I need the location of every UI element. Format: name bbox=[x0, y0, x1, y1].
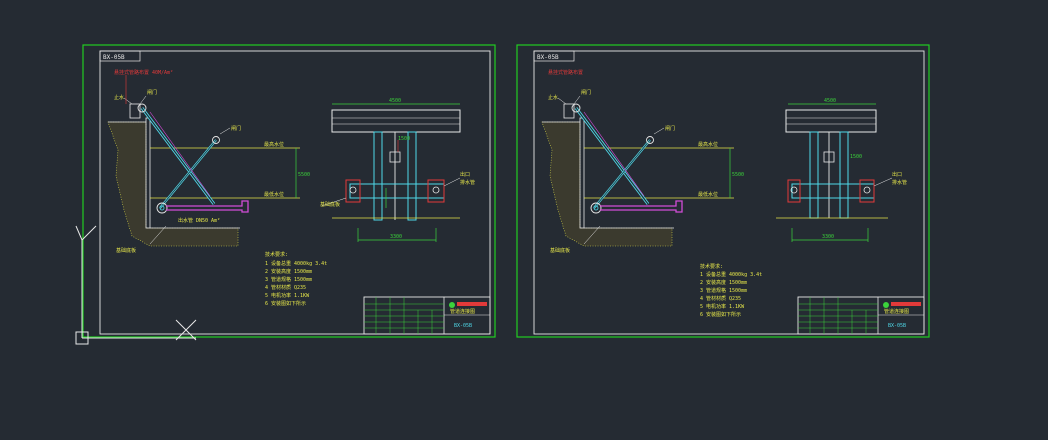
column-right bbox=[839, 131, 849, 219]
bolt-icon bbox=[863, 186, 871, 194]
gate-pivot-icon bbox=[212, 136, 220, 144]
svg-text:3 管道规格 1500mm: 3 管道规格 1500mm bbox=[265, 276, 312, 283]
svg-text:闸门: 闸门 bbox=[147, 89, 157, 96]
drawing-sheet-left[interactable]: BX-05B 5500 bbox=[82, 44, 496, 338]
ucs-x-axis-icon bbox=[175, 319, 197, 341]
svg-text:出口: 出口 bbox=[892, 171, 902, 178]
svg-text:2 安装高度 1500mm: 2 安装高度 1500mm bbox=[265, 268, 312, 275]
svg-text:最低水位: 最低水位 bbox=[698, 191, 718, 198]
top-beam bbox=[331, 109, 461, 133]
bottom-hinge-icon bbox=[590, 202, 602, 214]
svg-text:1 设备总重 4000kg 3.4t: 1 设备总重 4000kg 3.4t bbox=[265, 260, 327, 267]
drawing-name: 管道连接图 bbox=[884, 308, 909, 315]
stop-block bbox=[129, 103, 141, 119]
ucs-y-axis-icon bbox=[75, 225, 97, 252]
sheet-outer-border bbox=[82, 44, 496, 338]
column-left bbox=[809, 131, 819, 219]
company-logo-icon bbox=[883, 302, 889, 308]
svg-text:最高水位: 最高水位 bbox=[264, 141, 284, 148]
svg-text:技术要求:: 技术要求: bbox=[700, 263, 723, 270]
ucs-axis-icon bbox=[75, 225, 197, 345]
top-note: 悬挂式管路布置 bbox=[548, 69, 583, 76]
svg-text:最高水位: 最高水位 bbox=[698, 141, 718, 148]
top-hinge-icon bbox=[137, 103, 147, 113]
svg-text:4 管材材质 Q235: 4 管材材质 Q235 bbox=[265, 284, 306, 291]
bolt-icon bbox=[349, 186, 357, 194]
sheet-tag-box bbox=[533, 50, 575, 62]
svg-text:技术要求:: 技术要求: bbox=[265, 251, 288, 258]
svg-text:5500: 5500 bbox=[298, 172, 310, 178]
sheet-inner-border bbox=[99, 50, 491, 335]
svg-text:3300: 3300 bbox=[822, 234, 834, 240]
outlet-pipe bbox=[166, 200, 249, 213]
drawing-name: 管道连接图 bbox=[450, 308, 475, 315]
svg-text:6 安装图如下所示: 6 安装图如下所示 bbox=[700, 311, 741, 318]
column-left bbox=[373, 131, 383, 221]
svg-text:止水: 止水 bbox=[548, 94, 558, 101]
svg-text:3300: 3300 bbox=[390, 234, 402, 240]
svg-text:排水管: 排水管 bbox=[892, 179, 907, 186]
svg-text:闸门: 闸门 bbox=[665, 125, 675, 132]
sheet-tag: BX-05B bbox=[103, 54, 125, 61]
svg-text:4 管材材质 Q235: 4 管材材质 Q235 bbox=[700, 295, 741, 302]
top-note: 悬挂式管路布置 40M/Am² bbox=[114, 69, 173, 76]
sheet-tag: BX-05B bbox=[537, 54, 559, 61]
svg-text:4500: 4500 bbox=[389, 98, 401, 104]
title-block: 管道连接图 BX-05B bbox=[797, 296, 925, 335]
svg-text:基础底板: 基础底板 bbox=[320, 201, 340, 208]
company-logo-icon bbox=[449, 302, 455, 308]
gate-elevation-view: 5500 悬挂式管路布置 止水 闸门 闸门 最高水位 最低水位 基础底板 bbox=[541, 69, 744, 254]
stop-block bbox=[563, 103, 575, 119]
sheet-inner-border bbox=[533, 50, 925, 335]
top-hinge-icon bbox=[571, 103, 581, 113]
concrete-wall bbox=[145, 117, 151, 229]
base-frame bbox=[791, 183, 875, 199]
svg-text:闸门: 闸门 bbox=[231, 125, 241, 132]
svg-text:1500: 1500 bbox=[850, 154, 862, 160]
bolt-icon bbox=[790, 186, 798, 194]
technical-notes: 技术要求: 1 设备总重 4000kg 3.4t 2 安装高度 1500mm 3… bbox=[265, 251, 327, 307]
svg-text:排水管: 排水管 bbox=[460, 179, 475, 186]
soil-hatch bbox=[107, 121, 239, 247]
svg-text:1500: 1500 bbox=[398, 136, 410, 142]
gate-elevation-view: 5500 悬挂式管路布置 40M/Am² 止水 闸门 闸门 bbox=[107, 69, 310, 254]
technical-notes: 技术要求: 1 设备总重 4000kg 3.4t 2 安装高度 1500mm 3… bbox=[700, 263, 762, 318]
svg-text:出口: 出口 bbox=[460, 171, 470, 178]
ucs-origin-square bbox=[75, 331, 89, 345]
svg-text:1 设备总重 4000kg 3.4t: 1 设备总重 4000kg 3.4t bbox=[700, 271, 762, 278]
sheet-outer-border bbox=[516, 44, 930, 338]
bolt-icon bbox=[432, 186, 440, 194]
svg-text:基础底板: 基础底板 bbox=[116, 247, 136, 254]
gate-section-view: 4500 1500 3300 出口 排水管 bbox=[776, 98, 907, 242]
sheet-tag-box bbox=[99, 50, 141, 62]
svg-text:2 安装高度 1500mm: 2 安装高度 1500mm bbox=[700, 279, 747, 286]
title-block: 管道连接图 BX-05B bbox=[363, 296, 491, 335]
svg-text:基础底板: 基础底板 bbox=[550, 247, 570, 254]
svg-text:3 管道规格 1500mm: 3 管道规格 1500mm bbox=[700, 287, 747, 294]
svg-text:出水管 DN50 Am²: 出水管 DN50 Am² bbox=[178, 217, 220, 224]
drawing-number: BX-05B bbox=[454, 323, 472, 329]
drawing-number: BX-05B bbox=[888, 323, 906, 329]
bottom-hinge-icon bbox=[156, 202, 168, 214]
soil-hatch bbox=[541, 121, 673, 247]
gate-pivot-icon bbox=[646, 136, 654, 144]
svg-text:5 电机功率 1.1KW: 5 电机功率 1.1KW bbox=[700, 303, 745, 310]
drawing-sheet-right[interactable]: BX-05B 5500 悬挂式管路布置 止水 bbox=[516, 44, 930, 338]
svg-text:5500: 5500 bbox=[732, 172, 744, 178]
svg-text:止水: 止水 bbox=[114, 94, 124, 101]
gate-section-view: 4500 1500 3300 出口 排水管 基础底板 bbox=[320, 98, 475, 242]
concrete-wall bbox=[579, 117, 585, 229]
outlet-pipe bbox=[600, 200, 683, 213]
column-right bbox=[407, 131, 417, 221]
base-frame bbox=[349, 183, 445, 199]
svg-text:4500: 4500 bbox=[824, 98, 836, 104]
svg-text:闸门: 闸门 bbox=[581, 89, 591, 96]
top-beam bbox=[785, 109, 877, 133]
svg-text:最低水位: 最低水位 bbox=[264, 191, 284, 198]
svg-text:6 安装图如下所示: 6 安装图如下所示 bbox=[265, 300, 306, 307]
svg-text:5 电机功率 1.1KW: 5 电机功率 1.1KW bbox=[265, 292, 310, 299]
